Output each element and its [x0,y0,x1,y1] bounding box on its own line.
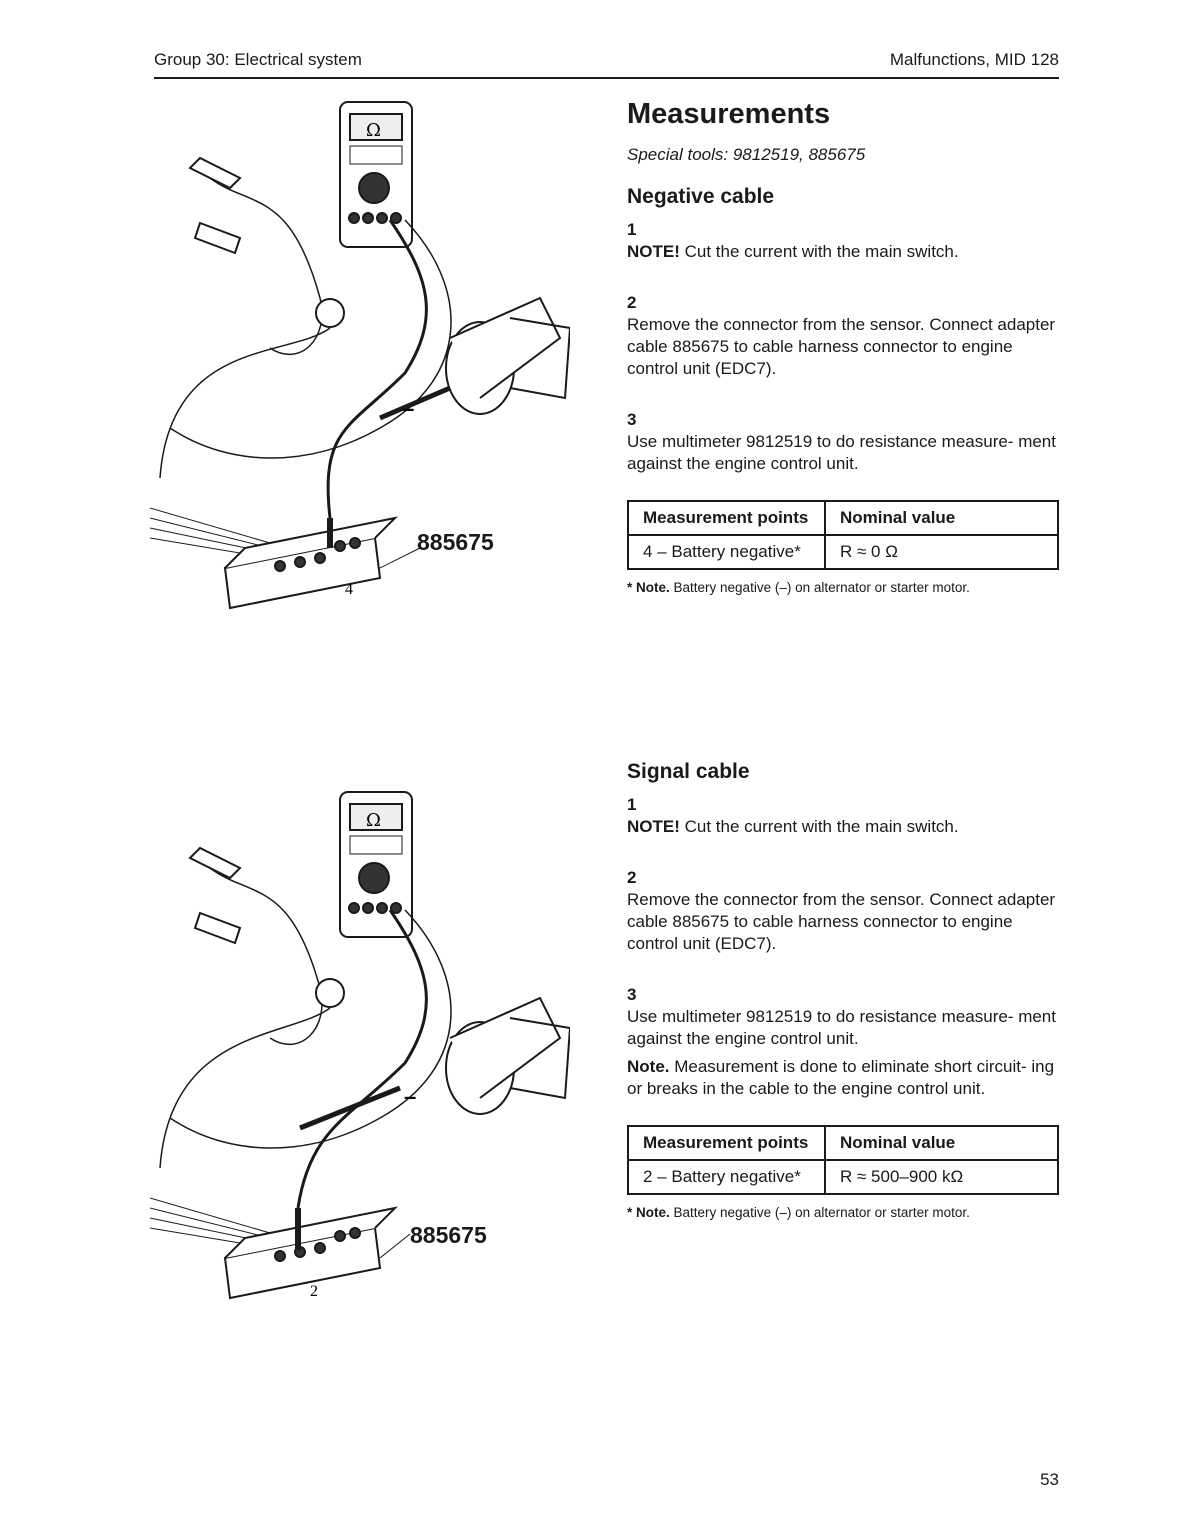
footnote: * Note. Battery negative (–) on alternat… [627,1205,970,1220]
multimeter-dial [358,862,390,894]
table-header: Measurement points [627,1125,826,1161]
section-heading: Negative cable [627,185,775,208]
figure-label-885675: 885675 [410,1222,487,1248]
box-number: 4 [345,581,353,598]
table-header: Nominal value [824,1125,1059,1161]
running-header-right: Malfunctions, MID 128 [889,50,1059,69]
measurement-table: Measurement points Nominal value 2 – Bat… [627,1125,1059,1195]
page-title: Measurements [627,98,831,130]
table-cell: 2 – Battery negative* [627,1159,826,1195]
table-cell: R ≈ 500–900 kΩ [824,1159,1059,1195]
table-header: Measurement points [627,500,826,536]
figure-negative-cable: Ω – 4 [150,98,570,618]
multimeter-dial [358,172,390,204]
multimeter-display [349,803,403,831]
section-negative-cable: Measurements Special tools: 9812519, 885… [627,98,1059,595]
table-header: Nominal value [824,500,1059,536]
ohm-symbol: Ω [366,120,381,141]
box-number: 2 [310,1283,318,1300]
minus-sign: – [404,1084,416,1109]
section-heading: Signal cable [627,760,750,783]
table-cell: 4 – Battery negative* [627,534,826,570]
footnote: * Note. Battery negative (–) on alternat… [627,580,970,595]
figure-label-885675: 885675 [417,529,494,555]
header-rule [154,77,1059,79]
figure-signal-cable: Ω – 2 [150,788,570,1308]
ohm-symbol: Ω [366,810,381,831]
special-tools: Special tools: 9812519, 885675 [627,145,866,164]
table-cell: R ≈ 0 Ω [824,534,1059,570]
note: Note. Measurement is done to eliminate s… [627,1057,1055,1098]
wiring-illustration-1: Ω – 4 [150,101,570,610]
minus-sign: – [402,396,414,421]
measurement-table: Measurement points Nominal value 4 – Bat… [627,500,1059,570]
wiring-illustration-2: Ω – 2 [150,791,570,1300]
multimeter-display [349,113,403,141]
page-number: 53 [1040,1470,1059,1489]
running-header-left: Group 30: Electrical system [154,50,362,69]
